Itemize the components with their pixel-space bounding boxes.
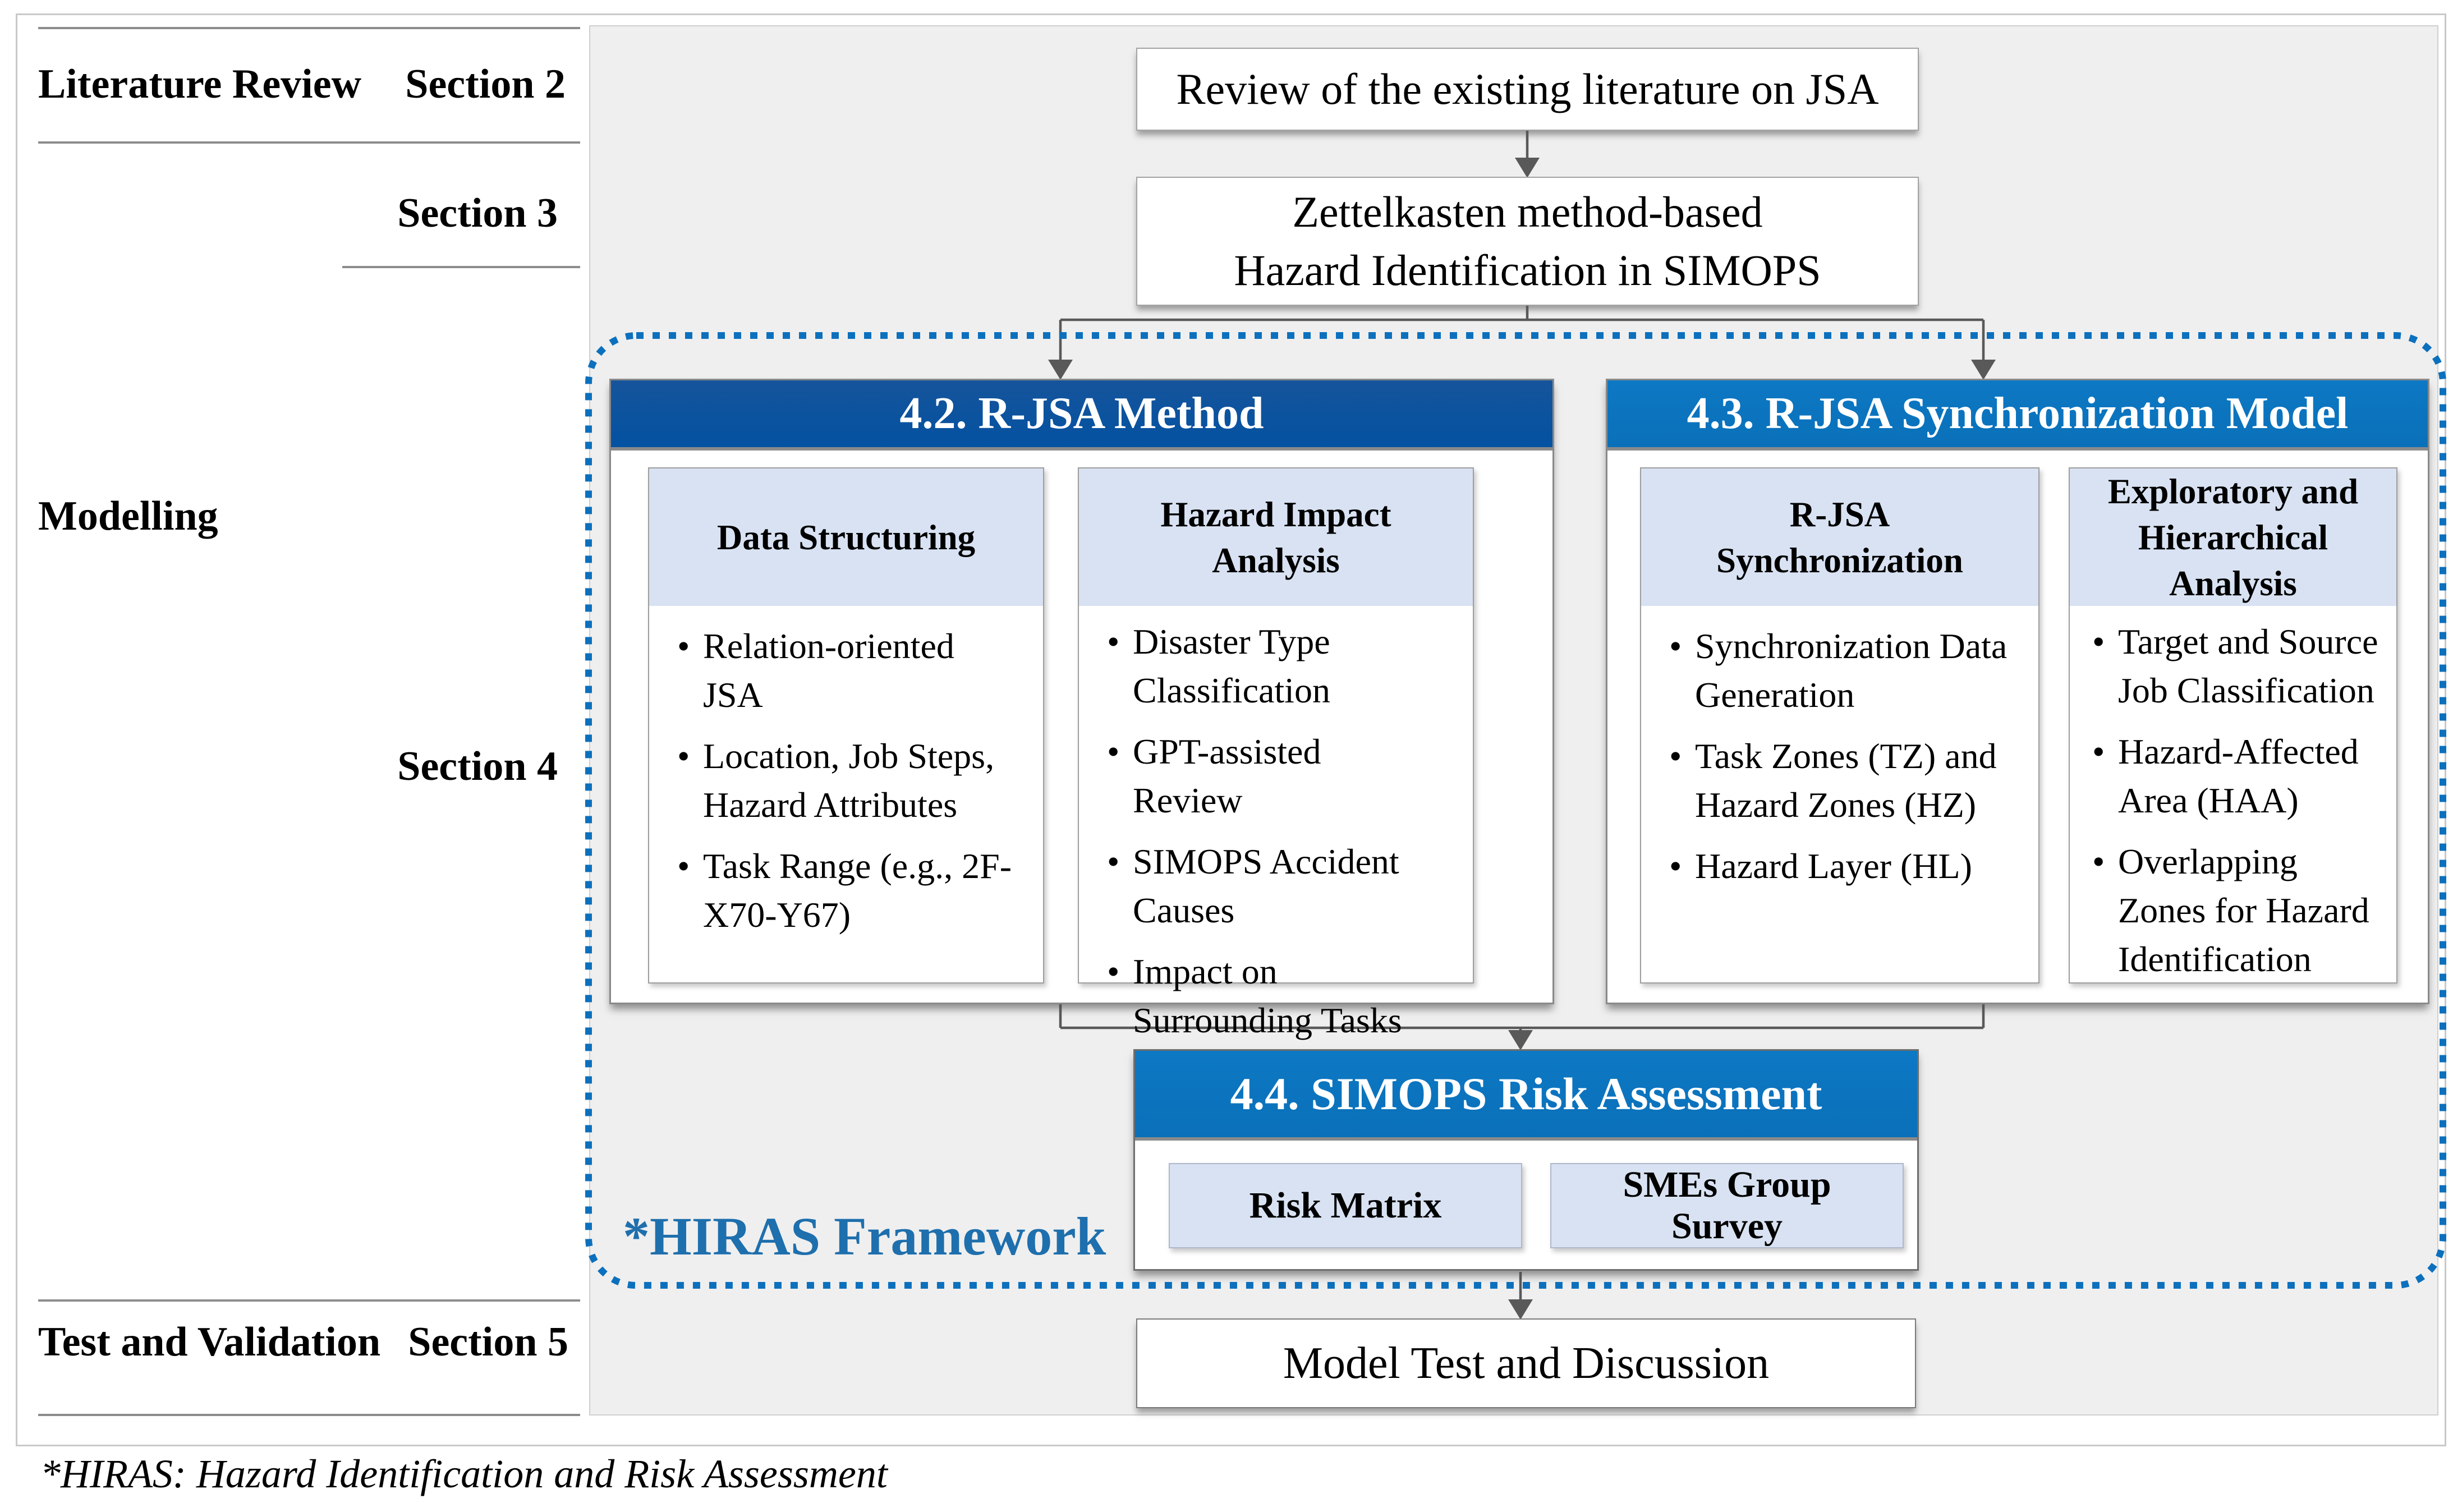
card-rjsa-sync: R-JSA Synchronization Synchronization Da… xyxy=(1640,467,2039,984)
sidebar-rule-top xyxy=(38,27,580,29)
sidebar-row-test-validation: Test and Validation Section 5 xyxy=(38,1314,568,1370)
sidebar-rule-3-short xyxy=(342,266,580,268)
bullet-item: GPT-assisted Review xyxy=(1107,727,1408,825)
container-42-rjsa-method: 4.2. R-JSA Method Data Structuring Relat… xyxy=(609,379,1554,1040)
sidebar-rule-4 xyxy=(38,1299,580,1302)
sidebar-row-literature-review: Literature Review Section 2 xyxy=(38,56,566,112)
box-zettelkasten-line2: Hazard Identification in SIMOPS xyxy=(1234,246,1821,295)
sidebar-rule-bottom xyxy=(38,1414,580,1416)
bullet-item: Overlapping Zones for Hazard Identificat… xyxy=(2092,837,2386,984)
card-hazard-impact: Hazard Impact Analysis Disaster Type Cla… xyxy=(1078,467,1474,1040)
bullet-item: Hazard-Affected Area (HAA) xyxy=(2092,727,2386,825)
sidebar-rule-2 xyxy=(38,141,580,144)
header-42: 4.2. R-JSA Method xyxy=(611,380,1552,451)
bullet-item: Synchronization Data Generation xyxy=(1669,622,2016,719)
bullet-item: Task Zones (TZ) and Hazard Zones (HZ) xyxy=(1669,732,2016,829)
bullet-item: Disaster Type Classification xyxy=(1107,617,1408,715)
label-modelling: Modelling xyxy=(38,493,218,539)
container-43-sync-model: 4.3. R-JSA Synchronization Model R-JSA S… xyxy=(1606,379,2429,1004)
bullet-item: Relation-oriented JSA xyxy=(677,622,1021,719)
box-model-test: Model Test and Discussion xyxy=(1136,1318,1916,1408)
box-zettelkasten: Zettelkasten method-based Hazard Identif… xyxy=(1136,177,1919,306)
card-exploratory-analysis-bullets: Target and Source Job Classification Haz… xyxy=(2070,606,2396,984)
card-data-structuring-bullets: Relation-oriented JSA Location, Job Step… xyxy=(649,606,1043,939)
label-section-5: Section 5 xyxy=(408,1319,568,1365)
card-data-structuring: Data Structuring Relation-oriented JSA L… xyxy=(648,467,1044,984)
card-data-structuring-title: Data Structuring xyxy=(649,468,1043,606)
bullet-item: Location, Job Steps, Hazard Attributes xyxy=(677,732,1021,829)
card-smes-group-survey: SMEs Group Survey xyxy=(1550,1163,1904,1248)
card-risk-matrix: Risk Matrix xyxy=(1169,1163,1522,1248)
label-literature-review: Literature Review xyxy=(38,61,362,107)
figure-footnote: *HIRAS: Hazard Identification and Risk A… xyxy=(40,1451,888,1496)
container-44-risk-assessment: 4.4. SIMOPS Risk Assessment Risk Matrix … xyxy=(1133,1049,1919,1271)
box-model-test-text: Model Test and Discussion xyxy=(1283,1339,1770,1388)
card-exploratory-analysis-title: Exploratory and Hierarchical Analysis xyxy=(2070,468,2396,606)
card-hazard-impact-bullets: Disaster Type Classification GPT-assiste… xyxy=(1079,606,1473,1045)
label-section-4: Section 4 xyxy=(397,743,558,789)
header-44: 4.4. SIMOPS Risk Assessment xyxy=(1135,1051,1917,1141)
label-test-and-validation: Test and Validation xyxy=(38,1319,381,1365)
box-zettelkasten-line1: Zettelkasten method-based xyxy=(1292,187,1763,236)
bullet-item: Task Range (e.g., 2F-X70-Y67) xyxy=(677,842,1021,939)
bullet-item: SIMOPS Accident Causes xyxy=(1107,837,1408,935)
bullet-item: Impact on Surrounding Tasks xyxy=(1107,947,1408,1045)
label-section-2: Section 2 xyxy=(405,61,566,107)
hiras-framework-label: *HIRAS Framework xyxy=(623,1206,1106,1266)
card-rjsa-sync-title: R-JSA Synchronization xyxy=(1641,468,2038,606)
bullet-item: Hazard Layer (HL) xyxy=(1669,842,2016,890)
box-review-literature-text: Review of the existing literature on JSA xyxy=(1176,65,1879,113)
card-hazard-impact-title: Hazard Impact Analysis xyxy=(1079,468,1473,606)
card-rjsa-sync-bullets: Synchronization Data Generation Task Zon… xyxy=(1641,606,2038,890)
box-review-literature: Review of the existing literature on JSA xyxy=(1136,48,1919,131)
bullet-item: Target and Source Job Classification xyxy=(2092,617,2386,715)
label-section-3: Section 3 xyxy=(397,190,558,236)
card-exploratory-analysis: Exploratory and Hierarchical Analysis Ta… xyxy=(2069,467,2397,984)
header-43: 4.3. R-JSA Synchronization Model xyxy=(1607,380,2428,451)
